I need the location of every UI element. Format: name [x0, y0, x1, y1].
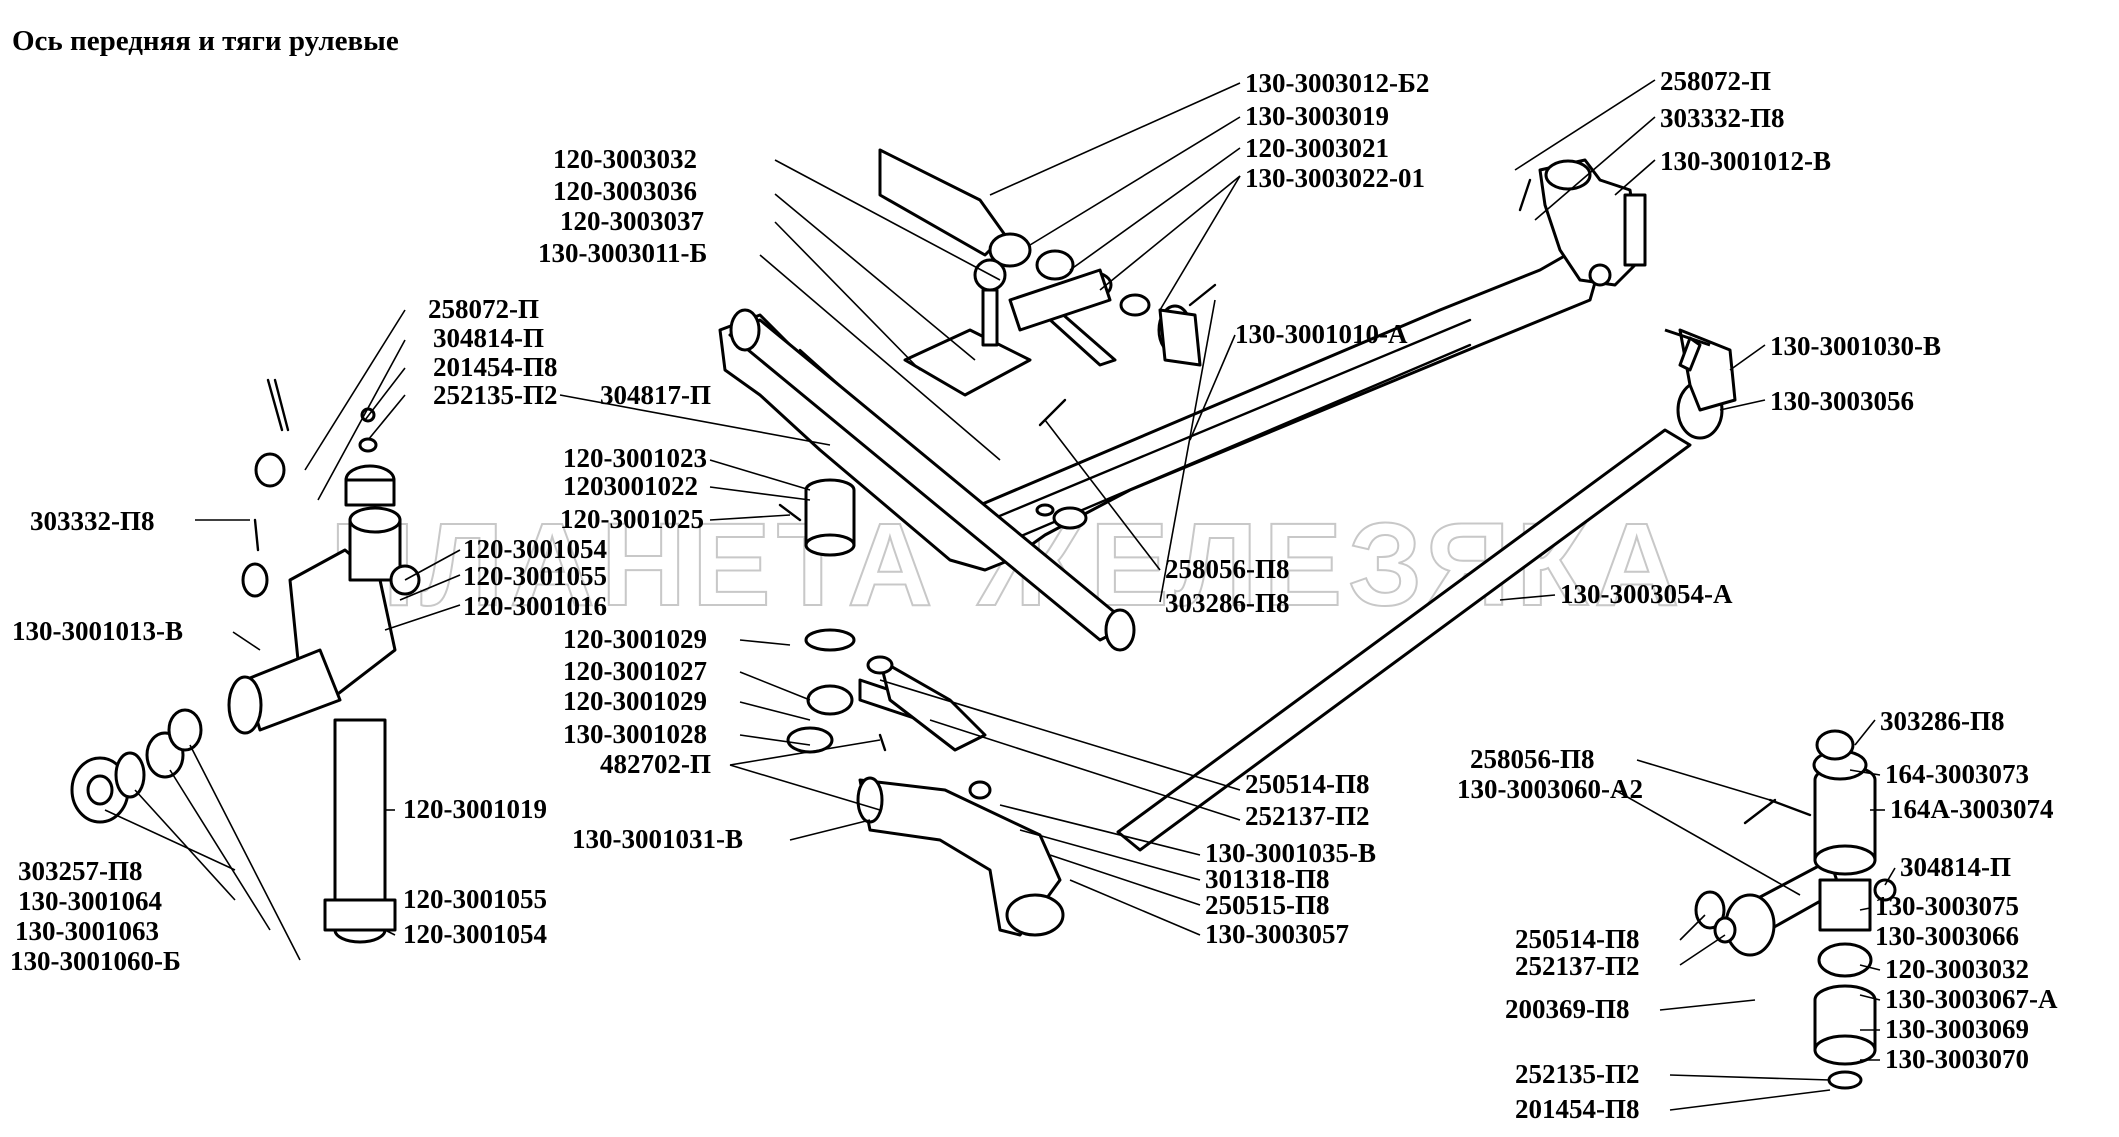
left-steering-arm	[856, 655, 1065, 937]
label-120-3003032-right: 120-3003032	[1885, 954, 2029, 984]
label-130-3003012-b2: 130-3003012-Б2	[1245, 68, 1429, 98]
label-120-3001029-a: 120-3001029	[563, 624, 707, 654]
label-164a-3003074: 164А-3003074	[1890, 794, 2054, 824]
steering-arm-upper	[878, 148, 1202, 397]
label-130-3001013-v: 130-3001013-В	[12, 616, 183, 646]
label-130-3003022-01: 130-3003022-01	[1245, 163, 1425, 193]
label-120-3001055-mid: 120-3001055	[463, 561, 607, 591]
label-258056-p8-mid: 258056-П8	[1165, 554, 1290, 584]
label-304814-p-right: 304814-П	[1900, 852, 2011, 882]
cotter-pins	[878, 178, 1777, 825]
label-130-3003054-a: 130-3003054-А	[1560, 579, 1733, 609]
label-120-3001055-bot: 120-3001055	[403, 884, 547, 914]
steering-drag-link	[728, 308, 1136, 652]
label-120-3001029-b: 120-3001029	[563, 686, 707, 716]
label-130-3001064: 130-3001064	[18, 886, 162, 916]
label-303257-p8: 303257-П8	[18, 856, 143, 886]
hub-nut-and-washers	[70, 708, 203, 824]
label-130-3003069: 130-3003069	[1885, 1014, 2029, 1044]
label-252135-p2-right: 252135-П2	[1515, 1059, 1640, 1089]
label-120-3001025: 120-3001025	[560, 504, 704, 534]
label-130-3001035-v: 130-3001035-В	[1205, 838, 1376, 868]
label-130-3003060-a2: 130-3003060-А2	[1457, 774, 1643, 804]
label-1203001022: 1203001022	[563, 471, 698, 501]
label-250514-p8-right: 250514-П8	[1515, 924, 1640, 954]
label-303332-p8-top: 303332-П8	[1660, 103, 1785, 133]
label-164-3003073: 164-3003073	[1885, 759, 2029, 789]
label-130-3003011-b: 130-3003011-Б	[538, 238, 707, 268]
label-120-3003036: 120-3003036	[553, 176, 697, 206]
part-number-labels: 130-3003012-Б2 130-3003019 120-3003021 1…	[10, 66, 2058, 1124]
label-130-3003056: 130-3003056	[1770, 386, 1914, 416]
label-252137-p2-right: 252137-П2	[1515, 951, 1640, 981]
label-250514-p8-mid: 250514-П8	[1245, 769, 1370, 799]
label-258072-p-top: 258072-П	[1660, 66, 1771, 96]
label-301318-p8: 301318-П8	[1205, 864, 1330, 894]
label-130-3003019: 130-3003019	[1245, 101, 1389, 131]
tie-rod	[1116, 328, 1737, 852]
label-303286-p8-right: 303286-П8	[1880, 706, 2005, 736]
label-250515-p8: 250515-П8	[1205, 890, 1330, 920]
label-120-3003021: 120-3003021	[1245, 133, 1389, 163]
label-120-3003037: 120-3003037	[560, 206, 704, 236]
label-130-3001030-v: 130-3001030-В	[1770, 331, 1941, 361]
label-120-3001054-mid: 120-3001054	[463, 534, 607, 564]
label-130-3001031-v: 130-3001031-В	[572, 824, 743, 854]
tie-rod-end-assembly	[1694, 729, 1897, 1090]
label-130-3003057: 130-3003057	[1205, 919, 1349, 949]
label-130-3001012-v: 130-3001012-В	[1660, 146, 1831, 176]
label-252135-p2-left: 252135-П2	[433, 380, 558, 410]
label-130-3001010-a: 130-3001010-А	[1235, 319, 1408, 349]
label-201454-p8-left: 201454-П8	[433, 352, 558, 382]
label-130-3001028: 130-3001028	[563, 719, 707, 749]
label-120-3001016: 120-3001016	[463, 591, 607, 621]
label-258072-p-left: 258072-П	[428, 294, 539, 324]
diagram-title: Ось передняя и тяги рулевые	[12, 25, 399, 57]
label-130-3003066: 130-3003066	[1875, 921, 2019, 951]
label-130-3003067-a: 130-3003067-А	[1885, 984, 2058, 1014]
label-252137-p2-mid: 252137-П2	[1245, 801, 1370, 831]
label-130-3001060-b: 130-3001060-Б	[10, 946, 181, 976]
label-130-3003075: 130-3003075	[1875, 891, 2019, 921]
label-120-3001054-bot: 120-3001054	[403, 919, 547, 949]
label-130-3003070: 130-3003070	[1885, 1044, 2029, 1074]
label-303332-p8-left: 303332-П8	[30, 506, 155, 536]
label-200369-p8: 200369-П8	[1505, 994, 1630, 1024]
label-120-3001023: 120-3001023	[563, 443, 707, 473]
label-130-3001063: 130-3001063	[15, 916, 159, 946]
label-120-3003032-top: 120-3003032	[553, 144, 697, 174]
label-120-3001027: 120-3001027	[563, 656, 707, 686]
label-201454-p8-right: 201454-П8	[1515, 1094, 1640, 1124]
label-304817-p: 304817-П	[600, 380, 711, 410]
label-120-3001019: 120-3001019	[403, 794, 547, 824]
label-304814-p-left: 304814-П	[433, 323, 544, 353]
label-258056-p8-right: 258056-П8	[1470, 744, 1595, 774]
label-482702-p: 482702-П	[600, 749, 711, 779]
label-303286-p8-mid: 303286-П8	[1165, 588, 1290, 618]
left-pin-fasteners	[241, 378, 378, 598]
leader-lines	[104, 79, 1896, 1111]
